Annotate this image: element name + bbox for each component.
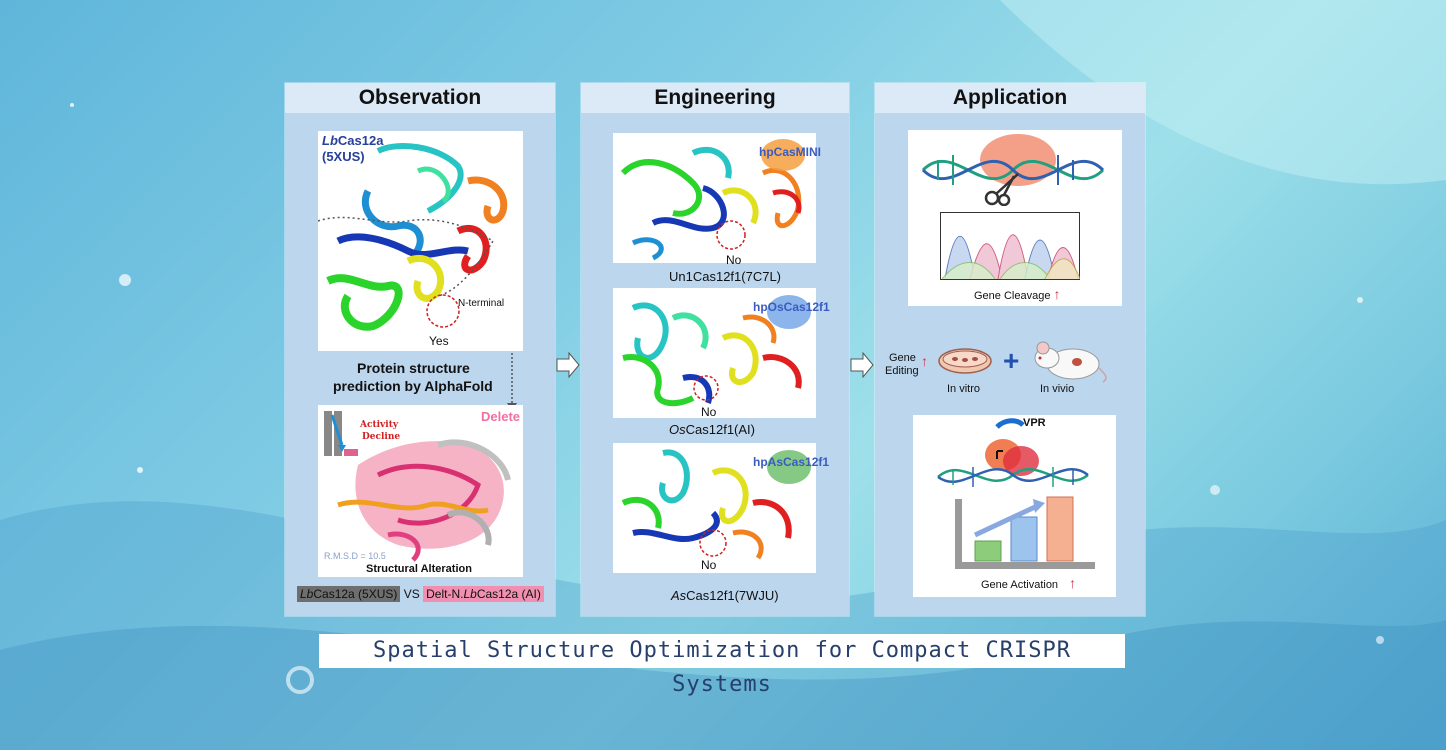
structural-alteration-label: Structural Alteration: [366, 563, 472, 575]
up-arrow-icon: ↑: [1069, 575, 1077, 591]
engineering-structure-card-2: hpOsCas12f1 No: [613, 288, 830, 419]
comparison-label: LbCas12a (5XUS) VS Delt-N.LbCas12a (AI): [297, 586, 544, 602]
up-arrow-icon: ↑: [921, 353, 928, 369]
n-terminal-label: N-terminal: [458, 298, 505, 309]
hposcas12f1-tag: hpOsCas12f1: [753, 300, 830, 314]
gene-activation-label: Gene Activation ↑: [981, 575, 1077, 591]
engineering-panel: Engineering hpCasMINI No Un1Cas12f1(7C7L…: [581, 83, 849, 616]
gene-activation-illustration: [937, 418, 1095, 569]
ascas12f1-protein-image: [621, 449, 811, 560]
rmsd-label: R.M.S.D = 10.5: [324, 551, 386, 561]
activity-line2: Decline: [362, 432, 401, 442]
engineering-structure-card-3: hpAsCas12f1 No: [613, 443, 829, 573]
plus-icon: +: [1003, 345, 1020, 376]
lbcas12a-protein-image: [317, 143, 508, 331]
prediction-line1: Protein structure: [357, 360, 470, 376]
petri-dish-icon: [938, 348, 992, 374]
engineering-caption-3: AsCas12f1(7WJU): [671, 588, 779, 603]
observation-header: Observation: [285, 83, 555, 113]
in-vivo-label: In vivio: [1040, 383, 1075, 395]
mouse-icon: [1034, 341, 1107, 383]
no-label-2: No: [701, 405, 717, 419]
arrow-right-icon: [850, 352, 874, 378]
gene-cleavage-card: Gene Cleavage ↑: [908, 130, 1122, 306]
oscas12f1-protein-image: [622, 295, 811, 407]
application-panel: Application Gene Cl: [875, 83, 1145, 616]
overlay-protein-image: [324, 411, 511, 562]
vpr-label: VPR: [1023, 417, 1046, 429]
application-header: Application: [875, 83, 1145, 113]
no-label-1: No: [726, 253, 742, 267]
delete-label: Delete: [481, 409, 521, 424]
un1cas12f1-protein-image: [620, 139, 805, 261]
no-label-3: No: [701, 558, 717, 572]
figure-title: Spatial Structure Optimization for Compa…: [319, 634, 1125, 697]
hpascas12f1-tag: hpAsCas12f1: [753, 455, 830, 469]
arrow-right-icon: [556, 352, 580, 378]
structural-alteration-card: Delete Activity Decline R.M.S.D = 10.5 S…: [318, 405, 523, 577]
protein-name-label: LbCas12a: [322, 133, 384, 148]
engineering-caption-2: OsCas12f1(AI): [669, 422, 755, 437]
dna-icon: [921, 134, 1105, 186]
lbcas12a-structure-card: LbCas12a (5XUS) N-terminal Yes: [317, 131, 523, 351]
sequencing-chromatogram: [940, 212, 1080, 280]
dotted-down-arrow-icon: [507, 353, 517, 411]
yes-label: Yes: [429, 334, 449, 348]
in-vitro-label: In vitro: [947, 383, 981, 395]
gene-editing-line2: Editing: [885, 365, 919, 377]
engineering-structure-card-1: hpCasMINI No: [613, 133, 821, 267]
protein-pdb-label: (5XUS): [322, 149, 365, 164]
prediction-line2: prediction by AlphaFold: [333, 378, 493, 394]
up-arrow-icon: ↑: [1053, 286, 1061, 302]
hpcasmini-tag: hpCasMINI: [759, 145, 822, 159]
activity-line1: Activity: [360, 420, 399, 430]
observation-panel: Observation LbCas12a (5XUS) N-terminal Y…: [285, 83, 555, 616]
gene-activation-card: VPR Gene Activation ↑: [913, 415, 1116, 597]
gene-cleavage-label: Gene Cleavage ↑: [974, 286, 1061, 302]
engineering-header: Engineering: [581, 83, 849, 113]
gene-editing-line1: Gene: [889, 352, 916, 364]
scissors-icon: [984, 173, 1019, 206]
engineering-caption-1: Un1Cas12f1(7C7L): [669, 269, 782, 284]
